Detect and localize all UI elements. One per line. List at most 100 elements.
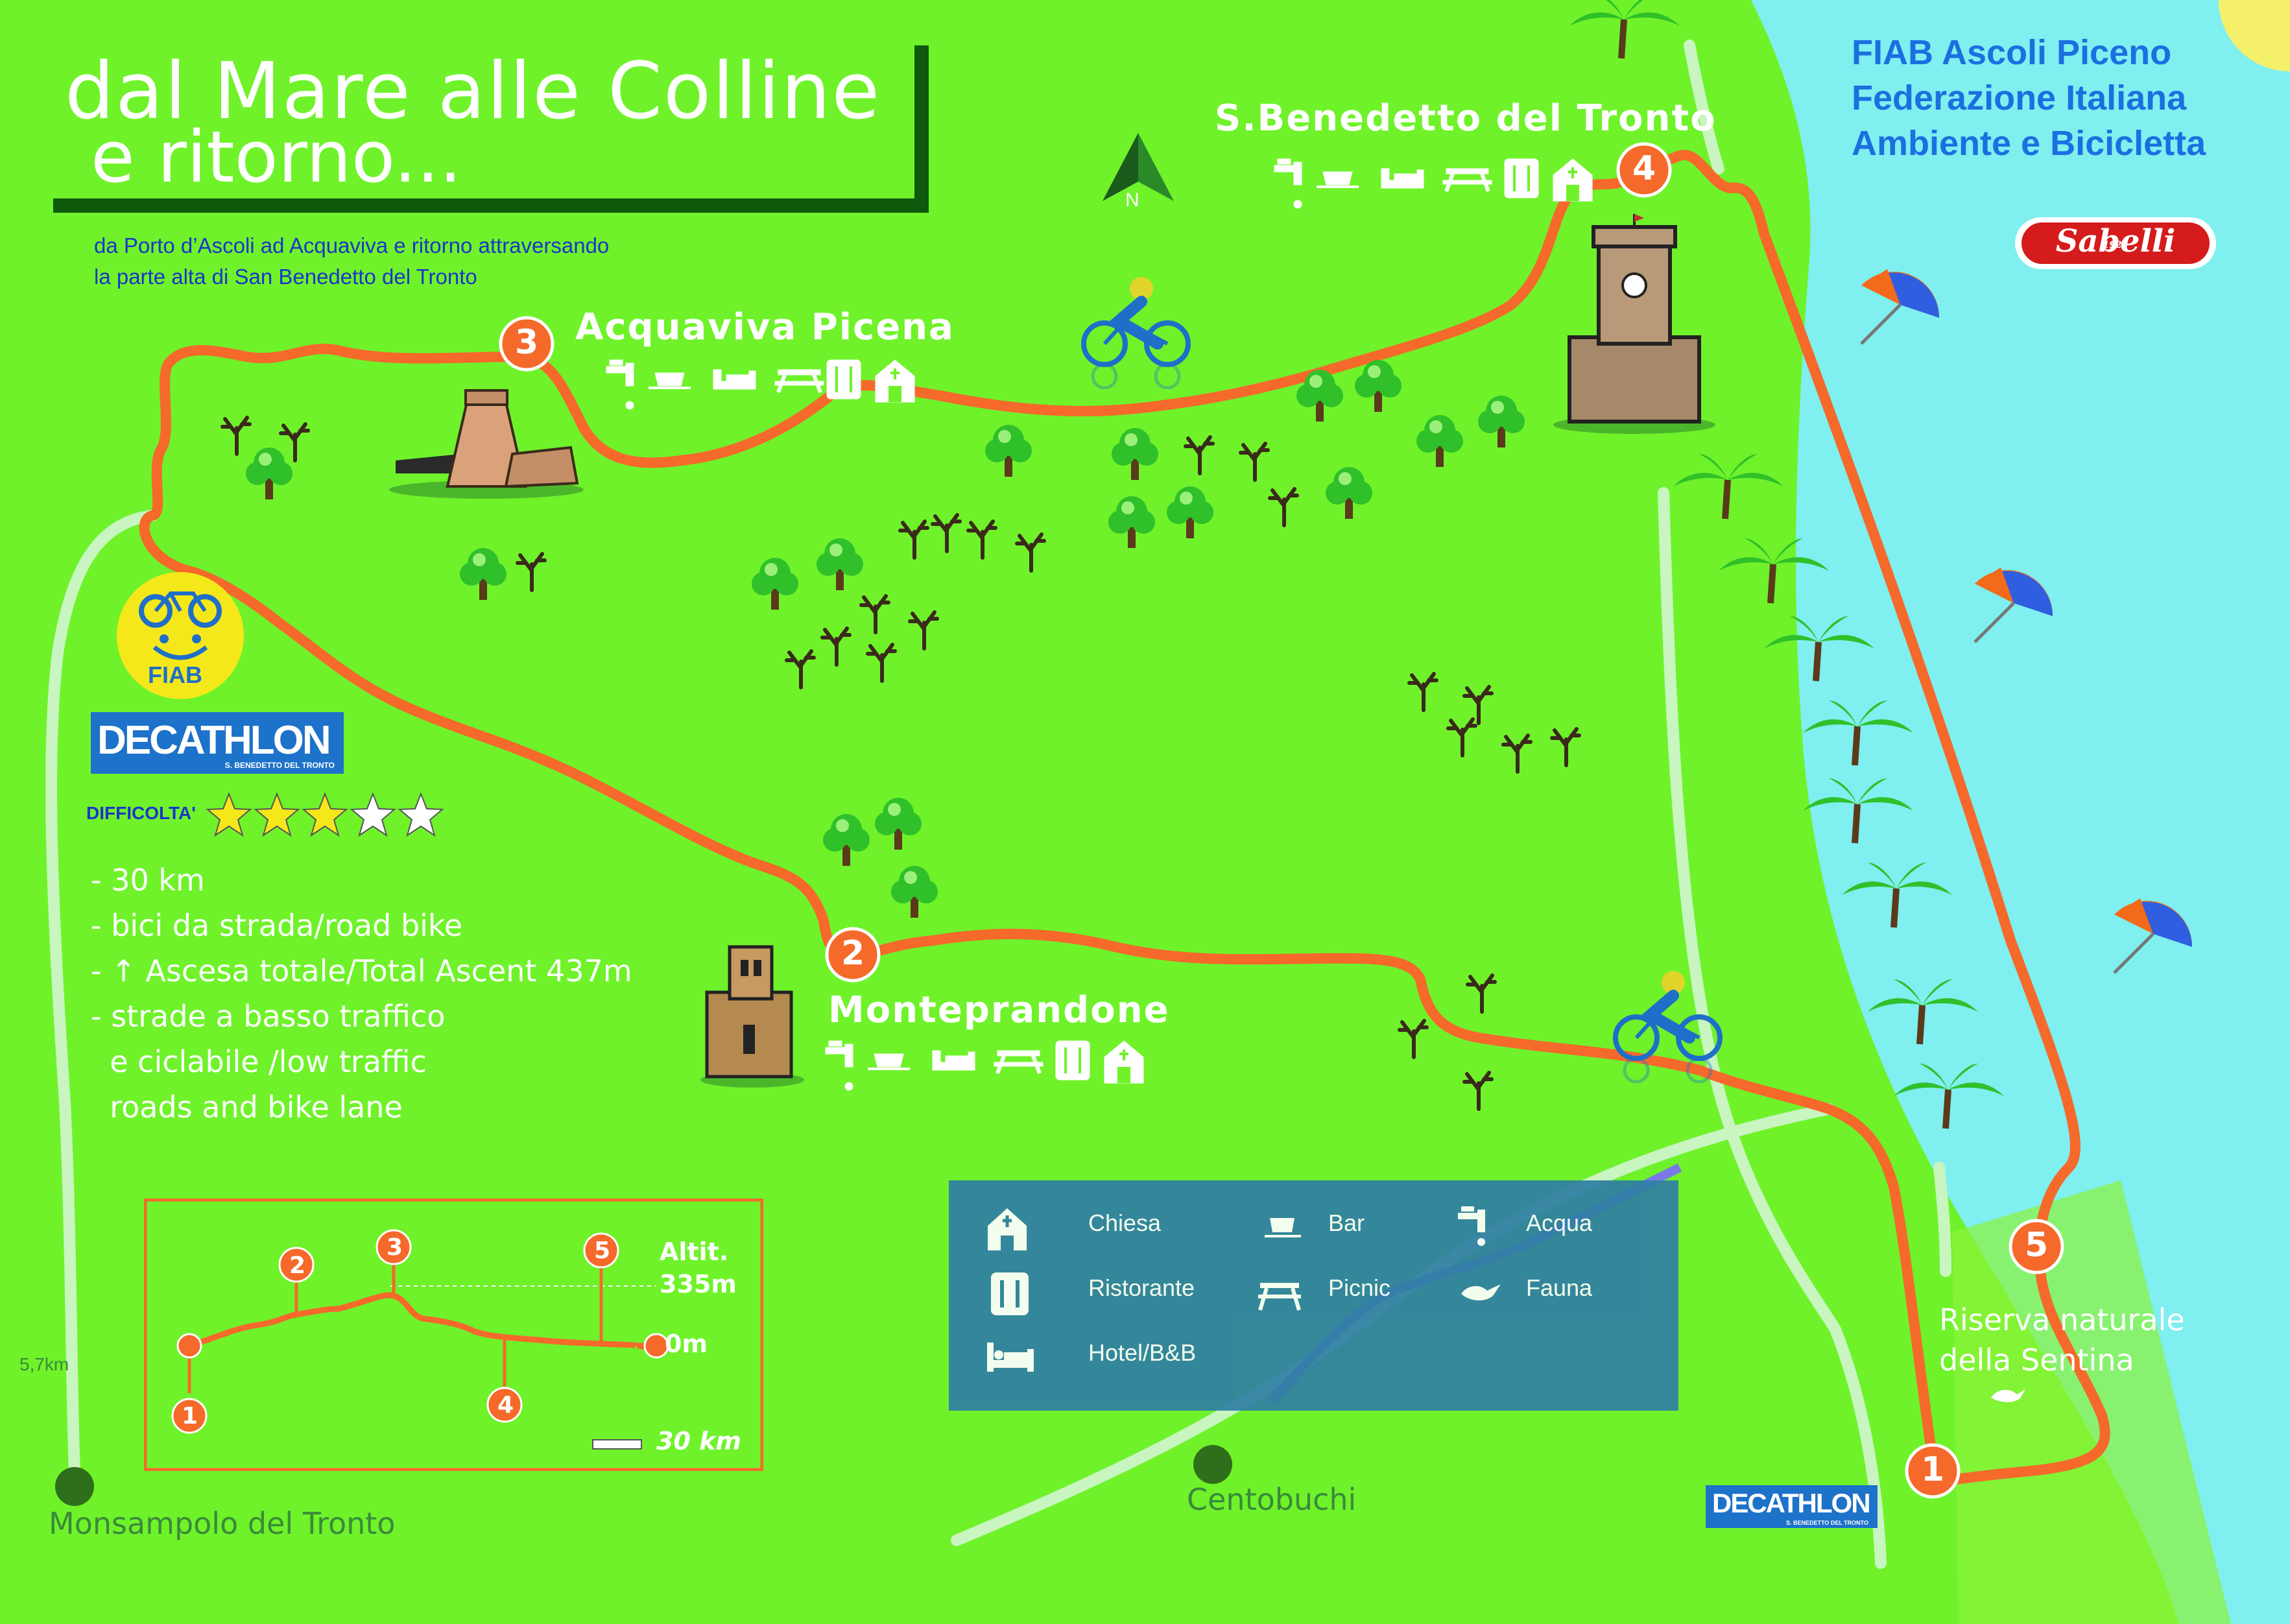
beach-umbrella-icon	[2113, 898, 2193, 974]
road-coast-edge	[1933, 1162, 1951, 1277]
coffee-cup-icon	[649, 372, 691, 389]
legend-label-bar: Bar	[1328, 1210, 1365, 1236]
waypoint-marker-1	[1905, 1443, 1961, 1499]
sabelli-year: 1921	[2103, 240, 2129, 250]
road-inland-west	[45, 510, 158, 1478]
elevation-profile	[144, 1199, 763, 1471]
legend-label-hotel: Hotel/B&B	[1088, 1339, 1197, 1366]
sabelli-name: Sabelli	[2055, 223, 2176, 259]
profile-label-5: 5	[594, 1237, 611, 1264]
picnic-table-icon	[1442, 168, 1492, 193]
water-tap-icon	[825, 1040, 853, 1091]
picnic-table-icon	[774, 369, 824, 394]
waypoint-marker-4	[1616, 142, 1672, 198]
fauna-bird-icon	[1991, 1389, 2025, 1402]
bed-icon	[987, 1343, 1034, 1372]
beach-umbrella-icon	[1974, 567, 2053, 643]
route-info-roads: - strade a basso traffico	[91, 999, 446, 1034]
title-box	[39, 31, 914, 198]
route-info-ascent: - ↑ Ascesa totale/Total Ascent 437m	[91, 953, 632, 988]
distance-label: 5,7km	[19, 1354, 69, 1374]
water-tap-icon	[1274, 158, 1302, 209]
place-sbenedetto: S.Benedetto del Tronto	[1215, 97, 1717, 139]
profile-altitude-label: Altit.	[660, 1237, 729, 1266]
compass-north-icon	[1103, 133, 1174, 201]
services-acquaviva	[606, 359, 915, 410]
decathlon-logo-subtext: S. BENEDETTO DEL TRONTO	[224, 761, 335, 770]
coffee-cup-icon	[868, 1053, 910, 1070]
church-icon	[875, 359, 915, 403]
profile-label-2: 2	[289, 1252, 306, 1279]
page-title-line2: e ritorno...	[91, 115, 462, 198]
org-line3: Ambiente e Bicicletta	[1852, 124, 2206, 163]
picnic-table-icon	[994, 1050, 1044, 1075]
org-line2: Federazione Italiana	[1852, 78, 2187, 117]
legend-label-ristorante: Ristorante	[1088, 1274, 1195, 1301]
place-riserva-line1: Riserva naturale	[1939, 1302, 2185, 1337]
restaurant-icon	[991, 1272, 1029, 1315]
profile-label-1: 1	[182, 1403, 198, 1429]
bed-icon	[713, 369, 756, 390]
legend-panel: Chiesa Bar Acqua Ristorante Picnic Fauna	[949, 1180, 1678, 1411]
monteprandone-church-icon	[700, 945, 804, 1088]
profile-label-3: 3	[387, 1234, 403, 1261]
profile-altitude-value: 335m	[660, 1270, 737, 1298]
route-info-lanes-en: roads and bike lane	[91, 1090, 403, 1125]
difficulty-label: DIFFICOLTA'	[86, 803, 196, 823]
legend-label-picnic: Picnic	[1328, 1274, 1391, 1301]
place-acquaviva: Acquaviva Picena	[575, 306, 955, 348]
org-line1: FIAB Ascoli Piceno	[1852, 33, 2172, 72]
acquaviva-fortress-icon	[389, 389, 584, 499]
waypoint-label-2: 2	[841, 934, 865, 973]
waypoint-label-1: 1	[1921, 1450, 1945, 1489]
services-sbenedetto	[1274, 158, 1593, 209]
legend-label-chiesa: Chiesa	[1088, 1210, 1162, 1236]
legend-label-fauna: Fauna	[1526, 1274, 1593, 1301]
town-dot-monsampolo	[55, 1467, 94, 1506]
town-monsampolo: Monsampolo del Tronto	[49, 1506, 396, 1541]
place-riserva-line2: della Sentina	[1939, 1343, 2134, 1378]
church-icon	[1553, 158, 1593, 202]
fauna-bird-icon	[1461, 1284, 1501, 1301]
compass-label: N	[1125, 189, 1139, 211]
waypoint-marker-5	[2009, 1219, 2064, 1274]
coffee-cup-icon	[1317, 171, 1359, 188]
water-tap-icon	[606, 359, 634, 410]
route-info-lanes: e ciclabile /low traffic	[91, 1044, 427, 1079]
subtitle-line2: la parte alta di San Benedetto del Tront…	[94, 265, 477, 289]
waypoint-label-5: 5	[2025, 1226, 2049, 1265]
place-monteprandone: Monteprandone	[828, 989, 1170, 1031]
profile-zero-label: 0m	[665, 1330, 708, 1358]
services-monteprandone	[825, 1040, 1144, 1091]
fiab-logo	[117, 572, 244, 699]
water-tap-icon	[1458, 1206, 1485, 1246]
profile-distance-label: 30 km	[656, 1427, 741, 1455]
decathlon-logo-small-text: DECATHLON	[1712, 1488, 1871, 1518]
church-icon	[1104, 1040, 1144, 1084]
profile-label-4: 4	[497, 1392, 514, 1418]
coffee-cup-icon	[1265, 1218, 1301, 1237]
waypoint-marker-2	[825, 927, 881, 983]
decathlon-logo-text: DECATHLON	[97, 718, 331, 763]
route-line	[139, 149, 2110, 1487]
town-centobuchi: Centobuchi	[1187, 1482, 1357, 1517]
road-coastal-north	[1684, 40, 1724, 174]
legend-label-acqua: Acqua	[1526, 1210, 1593, 1236]
sbenedetto-tower-icon	[1553, 214, 1715, 434]
fiab-logo-text: FIAB	[148, 662, 202, 688]
decathlon-logo-small-subtext: S. BENEDETTO DEL TRONTO	[1785, 1520, 1868, 1526]
cyclist-icon	[1081, 277, 1191, 389]
route-info-distance: - 30 km	[91, 863, 205, 898]
road-adriatica	[1658, 487, 1887, 1569]
sea	[1751, 0, 2290, 1624]
picnic-table-icon	[1258, 1283, 1301, 1311]
sabelli-logo: Sabelli 1921	[2015, 217, 2216, 269]
waypoint-label-3: 3	[515, 323, 539, 362]
bed-icon	[932, 1050, 975, 1071]
bed-icon	[1381, 168, 1424, 189]
route-info-bike: - bici da strada/road bike	[91, 908, 463, 943]
decathlon-logo-small: DECATHLON S. BENEDETTO DEL TRONTO	[1706, 1485, 1878, 1528]
sun	[2219, 0, 2290, 71]
